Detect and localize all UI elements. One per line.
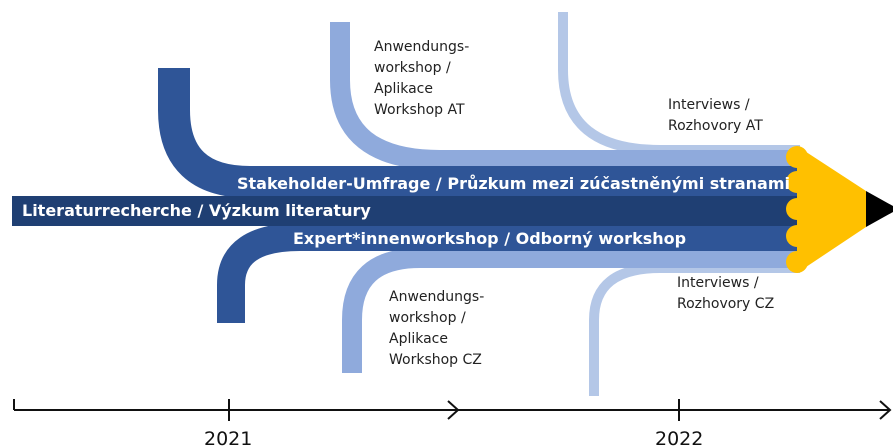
label-literature: Literaturrecherche / Výzkum literatury — [22, 201, 371, 220]
band-literature — [12, 196, 802, 226]
timeline-axis — [13, 399, 892, 421]
pencil-lead — [866, 191, 893, 227]
year-2021-label: 2021 — [204, 428, 252, 447]
pencil-scallops — [786, 146, 808, 273]
label-stakeholder: Stakeholder-Umfrage / Průzkum mezi zúčas… — [237, 174, 790, 193]
stream-workshop-at — [330, 22, 800, 170]
note-workshop-at: Anwendungs- workshop / Aplikace Workshop… — [374, 39, 470, 118]
year-2022-label: 2022 — [655, 428, 703, 447]
stream-expert — [217, 223, 800, 323]
label-expert: Expert*innenworkshop / Odborný workshop — [293, 229, 686, 248]
stream-stakeholder — [158, 68, 800, 198]
note-workshop-cz: Anwendungs- workshop / Aplikace Workshop… — [389, 289, 485, 368]
stream-interviews-cz — [589, 263, 800, 396]
stream-workshop-cz — [342, 248, 800, 373]
note-interviews-cz: Interviews / Rozhovory CZ — [677, 275, 775, 312]
note-interviews-at: Interviews / Rozhovory AT — [668, 97, 763, 134]
stream-interviews-at — [558, 12, 800, 155]
pencil-tip — [797, 146, 866, 273]
